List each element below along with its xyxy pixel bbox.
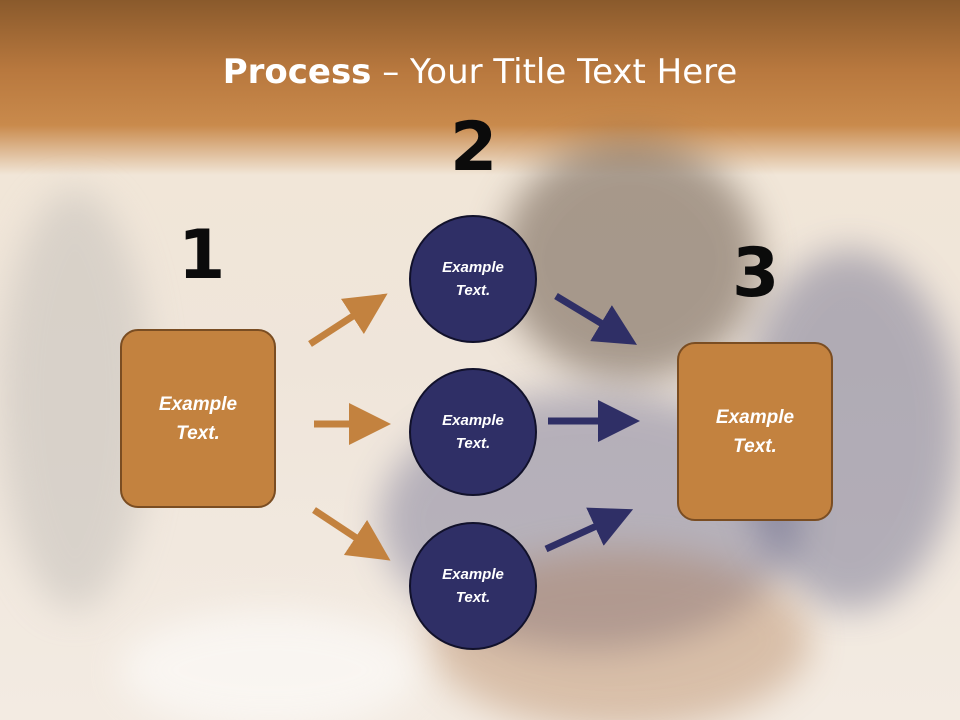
right-box-text: Example Text.	[715, 406, 795, 457]
step-number-1: 1	[178, 216, 226, 295]
circle-middle-text: Example Text.	[442, 412, 504, 452]
arrow-left-to-top	[308, 293, 388, 347]
step-number-2: 2	[450, 108, 498, 187]
circle-bottom-text: Example Text.	[442, 566, 504, 606]
arrow-bottom-to-right	[544, 507, 634, 553]
slide-title: Process – Your Title Text Here	[0, 52, 960, 92]
title-rest: – Your Title Text Here	[371, 52, 738, 92]
arrow-left-to-bottom	[312, 507, 391, 561]
right-box: Example Text.	[677, 342, 833, 521]
circle-bottom: Example Text.	[409, 522, 537, 650]
left-box: Example Text.	[120, 329, 276, 508]
circle-top: Example Text.	[409, 215, 537, 343]
step-number-3: 3	[732, 234, 780, 313]
circle-top-text: Example Text.	[442, 259, 504, 299]
arrow-top-to-right	[554, 293, 637, 345]
left-box-text: Example Text.	[158, 393, 238, 444]
title-bold: Process	[222, 52, 372, 92]
circle-middle: Example Text.	[409, 368, 537, 496]
